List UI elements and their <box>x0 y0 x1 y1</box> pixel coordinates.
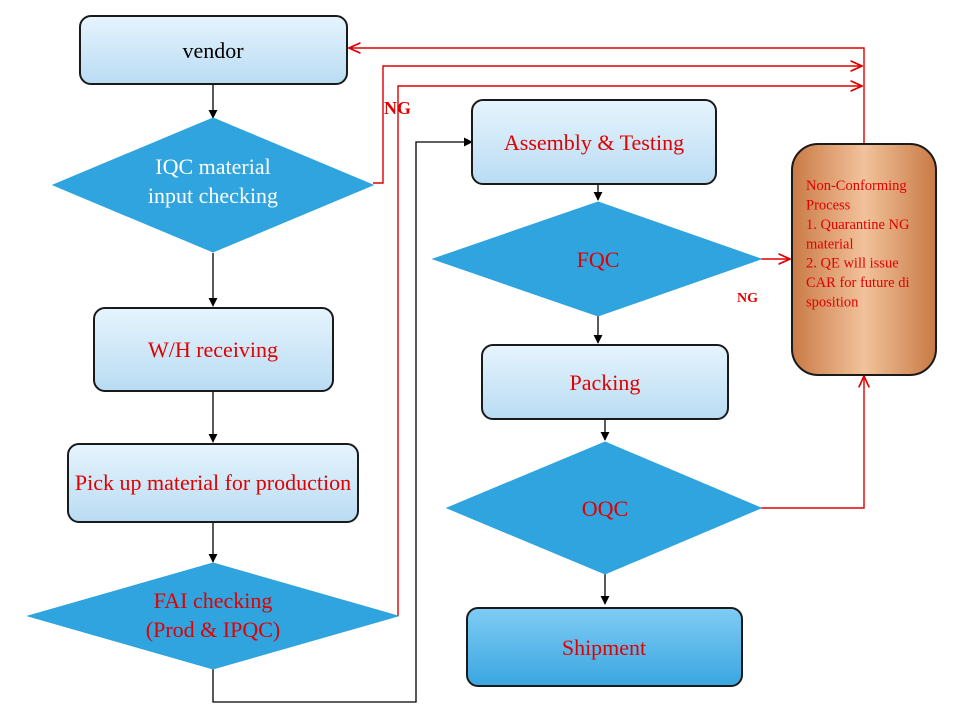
ng-label-fqc: NG <box>737 291 758 306</box>
oqc-label: OQC <box>582 496 628 521</box>
assembly-testing-label: Assembly & Testing <box>504 130 684 155</box>
vendor-label: vendor <box>182 38 244 63</box>
iqc-line-1: IQC material <box>155 154 270 179</box>
vendor-line-1: vendor <box>182 38 244 63</box>
fai-label: FAI checking (Prod & IPQC) <box>146 588 280 642</box>
assembly-line-1: Assembly & Testing <box>504 130 684 155</box>
ncp-line-6: CAR for future di <box>806 275 910 291</box>
assembly-testing-box: Assembly & Testing <box>471 99 717 185</box>
ng-return-to-vendor <box>349 48 865 144</box>
ng-fai-to-ncp <box>397 86 862 616</box>
ncp-line-2: Process <box>806 197 851 213</box>
wh-receiving-box: W/H receiving <box>93 307 334 392</box>
ng-label-iqc: NG <box>384 98 411 118</box>
oqc-line-1: OQC <box>582 496 628 521</box>
ncp-line-4: material <box>806 236 854 252</box>
fqc-label: FQC <box>577 247 620 272</box>
ng-iqc-to-ncp <box>373 66 862 184</box>
iqc-diamond: IQC material input checking <box>51 117 375 253</box>
shipment-label: Shipment <box>562 635 646 660</box>
packing-line-1: Packing <box>570 370 641 395</box>
fai-line-1: FAI checking <box>154 588 273 613</box>
ng-oqc-to-ncp <box>761 376 864 509</box>
packing-box: Packing <box>481 344 729 420</box>
packing-label: Packing <box>570 370 641 395</box>
shipment-box: Shipment <box>466 607 743 687</box>
red-connectors <box>349 48 864 616</box>
ncp-line-1: Non-Conforming <box>806 178 907 194</box>
wh-receiving-label: W/H receiving <box>148 337 278 362</box>
vendor-box: vendor <box>79 15 348 85</box>
ncp-line-3: 1. Quarantine NG <box>806 217 910 233</box>
black-connectors <box>208 84 610 703</box>
iqc-label: IQC material input checking <box>148 154 278 208</box>
fai-line-2: (Prod & IPQC) <box>146 617 280 642</box>
pickup-line-1: Pick up material for production <box>75 470 351 495</box>
ncp-line-7: sposition <box>806 295 859 311</box>
shipment-line-1: Shipment <box>562 635 646 660</box>
iqc-line-2: input checking <box>148 183 278 208</box>
pickup-material-label: Pick up material for production <box>75 470 351 495</box>
pickup-material-box: Pick up material for production <box>67 443 359 523</box>
fqc-line-1: FQC <box>577 247 620 272</box>
fqc-diamond: FQC <box>431 201 763 317</box>
oqc-diamond: OQC <box>445 441 763 575</box>
wh-line-1: W/H receiving <box>148 337 278 362</box>
arrow-fai-to-assembly <box>212 137 473 703</box>
ncp-line-5: 2. QE will issue <box>806 256 899 272</box>
fai-diamond: FAI checking (Prod & IPQC) <box>26 562 400 670</box>
